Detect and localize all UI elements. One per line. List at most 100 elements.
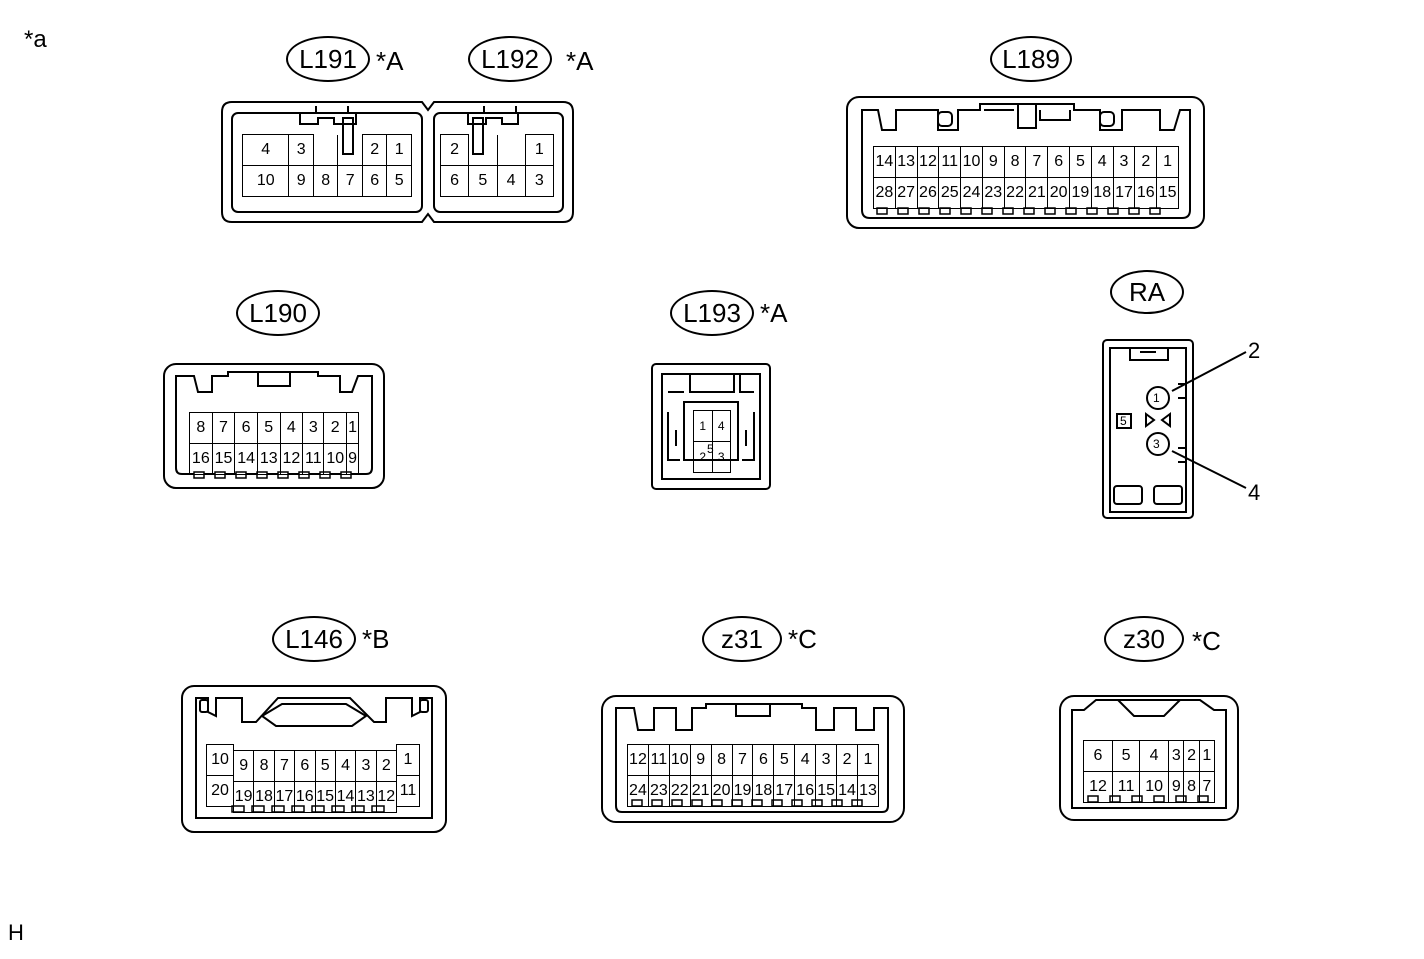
l193-row-1: 1 4 xyxy=(693,410,731,442)
pin-cell: 4 xyxy=(279,412,304,444)
pin-cell: 14 xyxy=(836,775,858,807)
l146-code-oval: L146 xyxy=(272,616,356,662)
pin-cell: 3 xyxy=(815,744,838,776)
pin-cell: 12 xyxy=(1083,771,1113,803)
pin-cell: 2 xyxy=(1183,740,1200,772)
pin-cell: 2 xyxy=(1134,146,1158,178)
l146-row-1: 9 8 7 6 5 4 3 2 xyxy=(232,750,398,782)
pin-cell: 7 xyxy=(337,165,363,197)
pin-cell: 5 xyxy=(256,412,281,444)
z31-inner xyxy=(615,703,889,813)
pin-cell: 3 xyxy=(302,412,325,444)
l146-note: *B xyxy=(362,624,390,654)
pin-cell: 5 xyxy=(1111,740,1141,772)
pin-cell: 20 xyxy=(1047,177,1071,209)
z31-row-2: 24 23 22 21 20 19 18 17 16 15 14 13 xyxy=(627,775,880,807)
pin-cell: 18 xyxy=(1090,177,1114,209)
l191-pin-grid: 4 3 2 1 10 9 8 7 6 5 xyxy=(241,134,412,197)
pin-cell: 2 xyxy=(375,750,398,782)
pin-cell: 2 xyxy=(361,134,388,166)
ra-code-oval: RA xyxy=(1110,270,1184,314)
pin-cell: 21 xyxy=(1025,177,1049,209)
pin-cell: 12 xyxy=(279,443,304,475)
l192-note: *A xyxy=(566,46,594,76)
pin-cell: 9 xyxy=(1168,771,1185,803)
pin-cell: 2 xyxy=(693,441,713,473)
pin-cell: 9 xyxy=(288,165,314,197)
pin-cell: 3 xyxy=(1168,740,1185,772)
pin-cell: 10 xyxy=(1139,771,1170,803)
pin-cell: 14 xyxy=(234,443,258,475)
pin-cell: 24 xyxy=(627,775,649,807)
pin-cell: 7 xyxy=(1198,771,1216,803)
z31-note: *C xyxy=(788,624,817,654)
z30-pin-grid: 6 5 4 3 2 1 12 11 10 9 8 7 xyxy=(1083,740,1216,803)
pin-cell: 1 xyxy=(856,744,880,776)
l146-left-grid: 10 20 xyxy=(206,744,234,807)
pin-cell: 7 xyxy=(731,744,754,776)
pin-cell: 10 xyxy=(206,744,234,776)
l191-inner xyxy=(231,112,423,213)
pin-cell: 23 xyxy=(981,177,1005,209)
z30-body xyxy=(1059,695,1239,821)
pin-cell: 3 xyxy=(288,134,314,166)
ra-pin-3-ring xyxy=(1146,432,1170,456)
pin-cell: 2 xyxy=(323,412,348,444)
footer-label: H xyxy=(8,920,24,945)
l191-code-oval: L191 xyxy=(286,36,370,82)
pin-cell: 2 xyxy=(836,744,858,776)
pin-cell: 16 xyxy=(794,775,817,807)
l192-latch xyxy=(467,106,519,125)
l191-row-2: 10 9 8 7 6 5 xyxy=(241,165,412,197)
pin-cell: 4 xyxy=(1090,146,1114,178)
pin-cell: 6 xyxy=(439,165,470,197)
pin-cell: 16 xyxy=(294,781,316,813)
pin-cell: 6 xyxy=(752,744,775,776)
pin-cell: 1 xyxy=(1198,740,1216,772)
z30-code-oval: z30 xyxy=(1104,616,1184,662)
pin-cell: 8 xyxy=(1003,146,1027,178)
pin-cell: 14 xyxy=(334,781,357,813)
pin-cell: 1 xyxy=(1156,146,1179,178)
pin-cell: 11 xyxy=(396,775,420,807)
pin-cell: 1 xyxy=(386,134,412,166)
l190-row-2: 16 15 14 13 12 11 10 9 xyxy=(189,443,359,475)
pin-cell: 4 xyxy=(794,744,817,776)
l189-pin-grid: 14 13 12 11 10 9 8 7 6 5 4 3 2 1 28 27 2… xyxy=(873,146,1179,209)
l190-code-oval: L190 xyxy=(236,290,320,336)
pin-cell: 4 xyxy=(711,410,731,442)
pin-cell: 12 xyxy=(916,146,940,178)
pin-cell: 10 xyxy=(960,146,983,178)
pin-cell: 15 xyxy=(1156,177,1179,209)
pin-cell: 2 xyxy=(439,134,470,166)
l146-inner xyxy=(195,697,433,819)
pin-cell: 8 xyxy=(312,165,339,197)
pin-cell: 7 xyxy=(273,750,296,782)
l190-row-1: 8 7 6 5 4 3 2 1 xyxy=(189,412,359,444)
pin-cell: 27 xyxy=(894,177,918,209)
pin-cell-blank xyxy=(468,134,498,166)
pin-cell: 5 xyxy=(386,165,412,197)
pin-cell: 16 xyxy=(189,443,213,475)
z31-body xyxy=(601,695,905,823)
pin-cell: 6 xyxy=(1047,146,1071,178)
pin-cell: 9 xyxy=(346,443,359,475)
l189-row-2: 28 27 26 25 24 23 22 21 20 19 18 17 16 1… xyxy=(873,177,1179,209)
l146-right-grid: 1 11 xyxy=(396,744,420,807)
pin-cell: 15 xyxy=(815,775,838,807)
pin-cell: 7 xyxy=(211,412,236,444)
l146-pin-grid: 9 8 7 6 5 4 3 2 19 18 17 16 15 14 13 12 xyxy=(232,750,398,813)
l189-body xyxy=(846,96,1205,229)
l192-code-oval: L192 xyxy=(468,36,552,82)
l193-pin-5: 5 xyxy=(707,442,714,456)
pin-cell: 17 xyxy=(773,775,796,807)
pin-cell: 8 xyxy=(1183,771,1200,803)
l192-row-1: 2 1 xyxy=(439,134,555,166)
pin-cell: 3 xyxy=(355,750,377,782)
ra-body xyxy=(1102,339,1194,519)
pin-cell: 12 xyxy=(627,744,649,776)
pin-cell: 4 xyxy=(334,750,357,782)
l190-inner xyxy=(175,371,373,475)
pin-cell: 10 xyxy=(241,165,290,197)
pin-cell: 23 xyxy=(647,775,670,807)
